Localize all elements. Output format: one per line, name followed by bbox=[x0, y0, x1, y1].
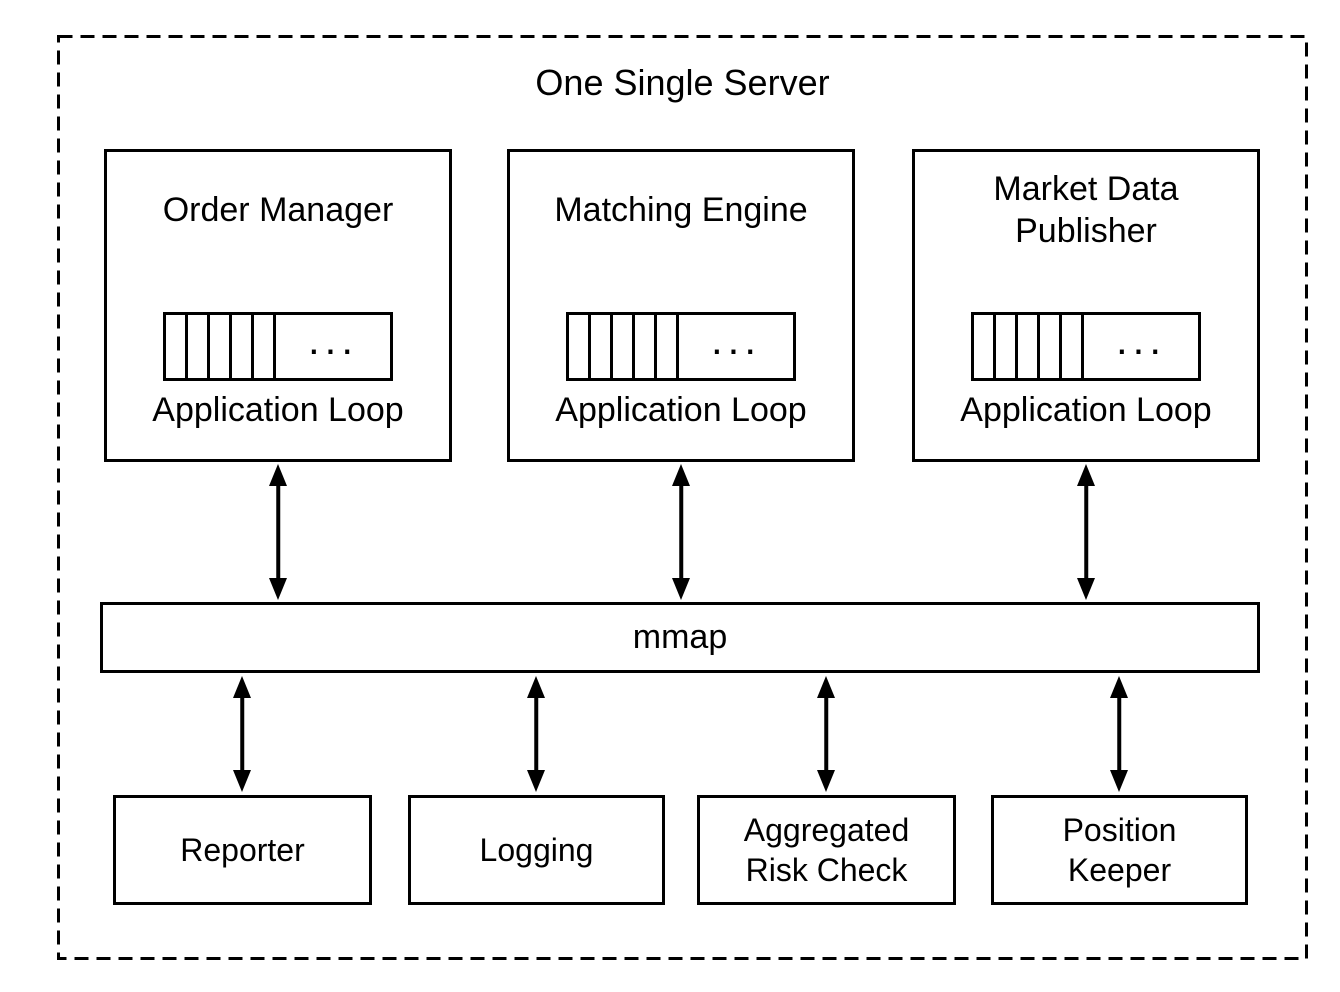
component-title: Market Data Publisher bbox=[915, 168, 1257, 252]
arrow-up-head-icon bbox=[269, 464, 287, 486]
application-loop-label: Application Loop bbox=[960, 391, 1212, 429]
queue-cell bbox=[210, 315, 232, 378]
arrow-up-head-icon bbox=[672, 464, 690, 486]
queue-rest: ... bbox=[276, 315, 390, 378]
arrow-market-data-publisher-mmap bbox=[1074, 464, 1098, 600]
arrow-up-head-icon bbox=[817, 676, 835, 698]
arrow-down-head-icon bbox=[527, 770, 545, 792]
component-box-market-data-publisher: Market Data Publisher ... Application Lo… bbox=[912, 149, 1260, 462]
component-box-matching-engine: Matching Engine ... Application Loop bbox=[507, 149, 855, 462]
component-box-reporter: Reporter bbox=[113, 795, 372, 905]
component-title-text: Position Keeper bbox=[1062, 812, 1177, 888]
arrow-down-head-icon bbox=[672, 578, 690, 600]
component-title: Matching Engine bbox=[510, 168, 852, 252]
mmap-label: mmap bbox=[632, 618, 728, 656]
queue-cell bbox=[232, 315, 254, 378]
arrow-down-head-icon bbox=[233, 770, 251, 792]
component-title: Order Manager bbox=[107, 168, 449, 252]
queue-cell bbox=[569, 315, 591, 378]
arrow-shaft bbox=[1117, 688, 1121, 780]
application-loop-label: Application Loop bbox=[152, 391, 404, 429]
application-loop-label: Application Loop bbox=[555, 391, 807, 429]
arrow-up-head-icon bbox=[527, 676, 545, 698]
queue-cell bbox=[974, 315, 996, 378]
arrow-down-head-icon bbox=[269, 578, 287, 600]
arrow-shaft bbox=[240, 688, 244, 780]
arrow-up-head-icon bbox=[1077, 464, 1095, 486]
ring-buffer-queue: ... bbox=[163, 312, 393, 381]
queue-cell bbox=[613, 315, 635, 378]
arrow-mmap-reporter bbox=[230, 676, 254, 792]
arrow-shaft bbox=[679, 476, 683, 588]
queue-cell bbox=[657, 315, 679, 378]
arrow-shaft bbox=[1084, 476, 1088, 588]
queue-cell bbox=[254, 315, 276, 378]
queue-cell bbox=[591, 315, 613, 378]
component-title-text: Market Data Publisher bbox=[993, 170, 1179, 250]
component-box-order-manager: Order Manager ... Application Loop bbox=[104, 149, 452, 462]
queue-cell bbox=[996, 315, 1018, 378]
queue-ellipsis: ... bbox=[307, 315, 358, 363]
ring-buffer-queue: ... bbox=[566, 312, 796, 381]
component-title-text: Reporter bbox=[180, 832, 305, 868]
component-box-position-keeper: Position Keeper bbox=[991, 795, 1248, 905]
queue-cell bbox=[166, 315, 188, 378]
arrow-down-head-icon bbox=[1110, 770, 1128, 792]
arrow-shaft bbox=[824, 688, 828, 780]
mmap-bus-bar: mmap bbox=[100, 602, 1260, 673]
component-box-aggregated-risk-check: Aggregated Risk Check bbox=[697, 795, 956, 905]
arrow-shaft bbox=[276, 476, 280, 588]
component-box-logging: Logging bbox=[408, 795, 665, 905]
arrow-matching-engine-mmap bbox=[669, 464, 693, 600]
queue-ellipsis: ... bbox=[1115, 315, 1166, 363]
queue-rest: ... bbox=[1084, 315, 1198, 378]
arrow-up-head-icon bbox=[1110, 676, 1128, 698]
queue-ellipsis: ... bbox=[710, 315, 761, 363]
ring-buffer-queue: ... bbox=[971, 312, 1201, 381]
arrow-mmap-aggregated-risk-check bbox=[814, 676, 838, 792]
queue-cell bbox=[1040, 315, 1062, 378]
queue-cell bbox=[1062, 315, 1084, 378]
arrow-up-head-icon bbox=[233, 676, 251, 698]
arrow-shaft bbox=[534, 688, 538, 780]
component-title-text: Aggregated Risk Check bbox=[743, 812, 910, 888]
arrow-down-head-icon bbox=[817, 770, 835, 792]
component-title-text: Logging bbox=[479, 832, 594, 868]
arrow-down-head-icon bbox=[1077, 578, 1095, 600]
component-title-text: Order Manager bbox=[162, 191, 394, 229]
queue-cell bbox=[635, 315, 657, 378]
queue-cell bbox=[188, 315, 210, 378]
diagram-title: One Single Server bbox=[535, 62, 830, 103]
arrow-mmap-logging bbox=[524, 676, 548, 792]
queue-rest: ... bbox=[679, 315, 793, 378]
arrow-mmap-position-keeper bbox=[1107, 676, 1131, 792]
arrow-order-manager-mmap bbox=[266, 464, 290, 600]
component-title-text: Matching Engine bbox=[554, 191, 808, 229]
queue-cell bbox=[1018, 315, 1040, 378]
